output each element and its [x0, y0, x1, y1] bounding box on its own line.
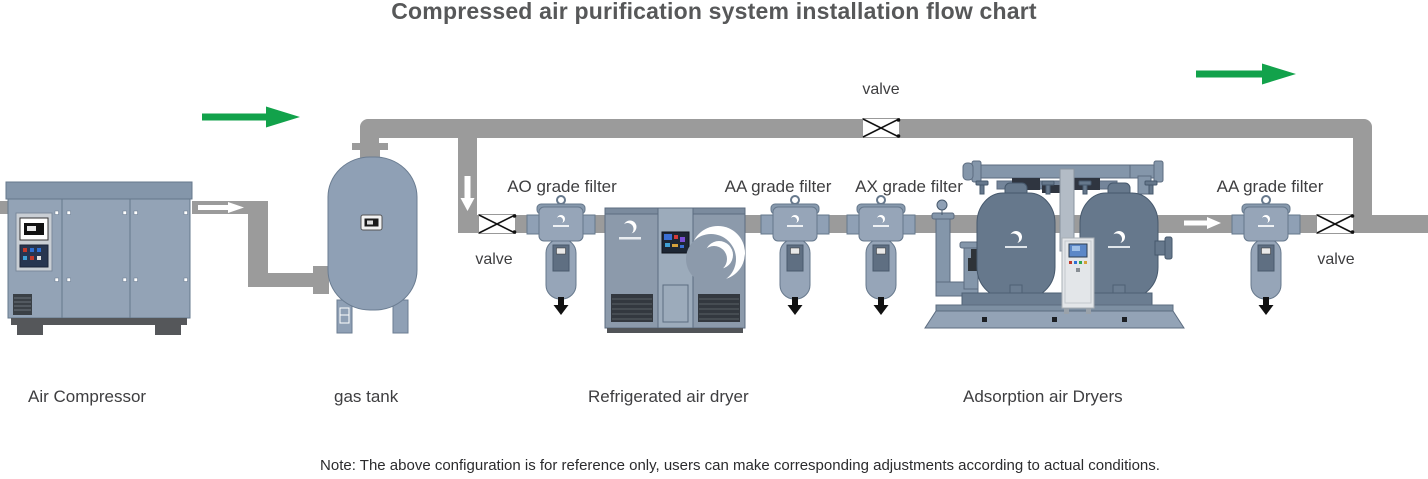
ao-filter	[526, 195, 596, 315]
aa-filter-1	[760, 195, 830, 315]
adsorption-control-cabinet	[1061, 237, 1095, 314]
note-text: Note: The above configuration is for ref…	[320, 457, 1160, 474]
drain-arrow-icon	[1258, 297, 1274, 315]
outlet-valve-symbol-icon	[1316, 214, 1355, 234]
drain-arrow-icon	[873, 297, 889, 315]
compressor-vent	[13, 294, 32, 315]
adsorption-air-dryers	[924, 160, 1185, 329]
air-compressor-label: Air Compressor	[28, 387, 147, 406]
inlet-valve-label: valve	[475, 251, 513, 268]
pipe-elbow-down	[248, 201, 268, 287]
drain-arrow-icon	[787, 297, 803, 315]
ax-filter-label: AX grade filter	[855, 177, 963, 196]
bypass-valve-label: valve	[862, 81, 900, 98]
compressor-rivets	[54, 210, 188, 282]
air-compressor	[5, 181, 193, 335]
dryer-vent-right	[698, 294, 740, 322]
refrigerated-air-dryer-label: Refrigerated air dryer	[588, 387, 749, 406]
ax-filter	[846, 195, 916, 315]
refrigerated-air-dryer	[604, 207, 746, 333]
dryer-vent-left	[611, 294, 653, 322]
pipe-flow-arrow-down-icon	[460, 176, 475, 211]
flow-direction-arrow-right-icon	[1196, 63, 1296, 85]
page-title: Compressed air purification system insta…	[391, 0, 1037, 24]
adsorption-base-pipe	[961, 292, 1153, 306]
dryer-brand-logo	[619, 220, 641, 240]
dryer-swirl-graphic	[686, 226, 745, 284]
dryer-lower-panel	[662, 284, 689, 323]
ao-filter-label: AO grade filter	[507, 177, 617, 196]
flow-direction-arrow-left-icon	[202, 106, 300, 128]
pipe-to-tank	[248, 273, 316, 287]
pipe-flow-arrow-right-icon	[198, 202, 244, 213]
gas-tank	[327, 143, 418, 334]
adsorption-side-piping	[931, 199, 984, 297]
pipe-flow-arrow-right-icon	[1184, 217, 1221, 229]
pipe-compressor-inlet	[0, 201, 8, 214]
bypass-valve-symbol-icon	[862, 118, 901, 138]
aa-filter-2	[1231, 195, 1301, 315]
outlet-valve-label: valve	[1317, 251, 1355, 268]
aa-filter-1-label: AA grade filter	[724, 177, 832, 196]
gas-tank-label: gas tank	[334, 387, 399, 406]
aa-filter-2-label: AA grade filter	[1216, 177, 1324, 196]
inlet-valve-symbol-icon	[478, 214, 517, 234]
drain-arrow-icon	[553, 297, 569, 315]
adsorption-tank-left	[975, 180, 1056, 298]
adsorption-tank-right	[1078, 180, 1173, 298]
pipe-tank-inlet-flange	[313, 266, 329, 294]
dryer-screen	[661, 231, 690, 254]
tank-gauge	[360, 214, 383, 231]
adsorption-air-dryers-label: Adsorption air Dryers	[963, 387, 1123, 406]
compressor-control-panel	[15, 212, 53, 272]
pipe-bypass-return	[1353, 130, 1372, 233]
